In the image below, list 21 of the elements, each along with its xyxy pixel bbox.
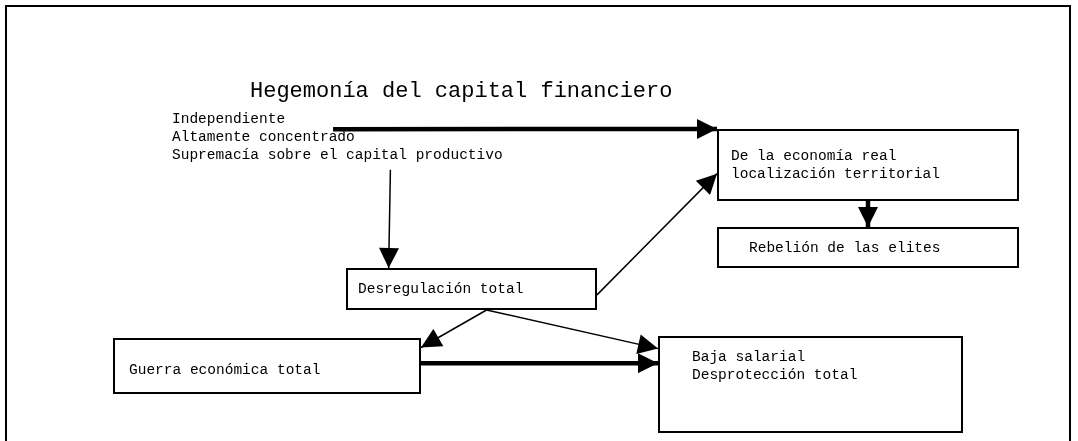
process-box [658,336,963,433]
process-box [346,268,597,310]
node-text: Altamente concentrado [172,128,356,146]
arrow [858,201,878,227]
node-text: Desregulación total [358,280,525,298]
node-text: Rebelión de las elites [749,238,942,257]
node-text: Guerra económica total [129,361,322,379]
arrow [333,119,717,139]
arrow [421,353,658,374]
node-text: Independiente [172,110,287,128]
arrow [420,309,488,349]
arrow [485,309,659,354]
process-box [113,338,421,394]
node-text: De la economía real localización territorial [731,147,941,183]
process-box [717,129,1019,201]
process-box [717,227,1019,268]
arrow [379,169,399,269]
node-text: Supremacía sobre el capital productivo [172,146,504,164]
arrow [596,172,718,296]
diagram-title: Hegemonía del capital financiero [250,80,673,105]
node-text: Baja salarial Desprotección total [692,348,859,384]
